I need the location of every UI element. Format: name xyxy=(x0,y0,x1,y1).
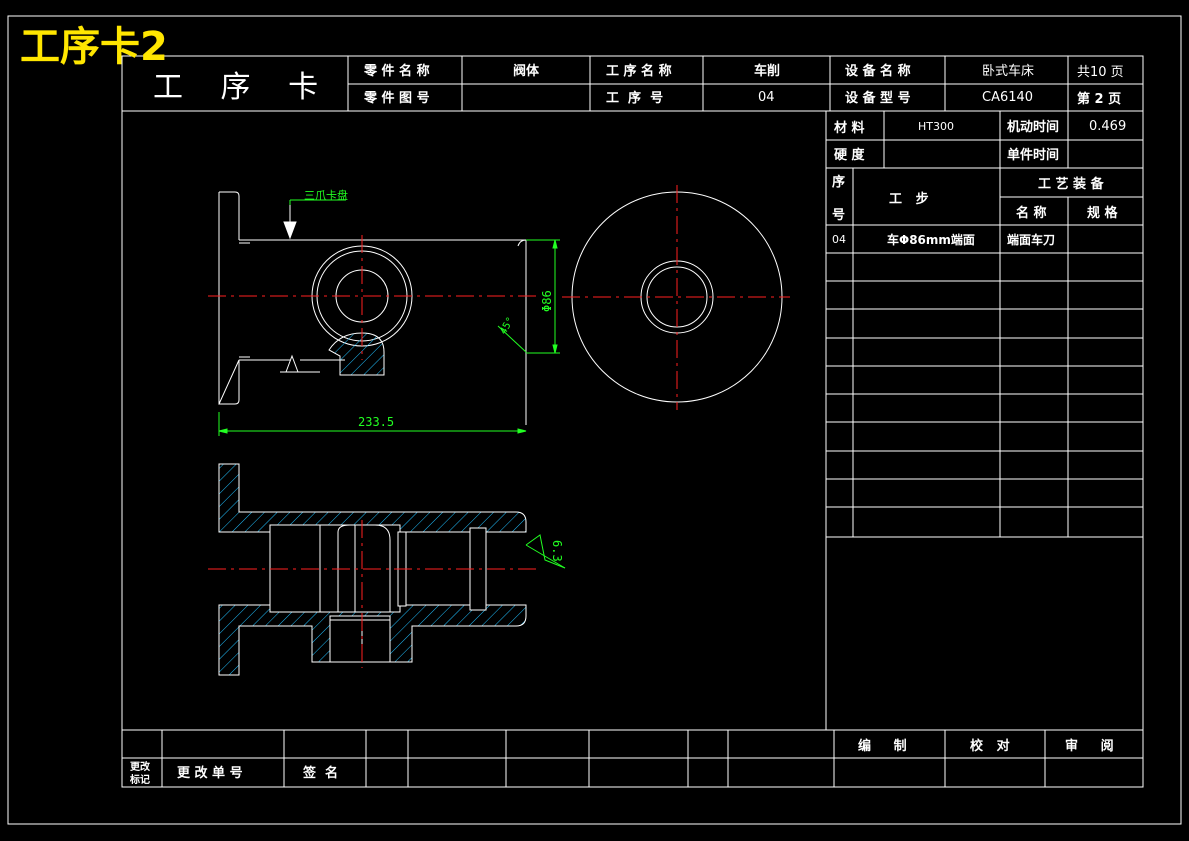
machine-time-label: 机动时间 xyxy=(1007,119,1059,135)
total-pages: 共10 页 xyxy=(1077,65,1124,80)
process-no-label: 工 序 号 xyxy=(606,90,663,106)
header-table xyxy=(122,56,1143,112)
roughness-value: 6.3 xyxy=(550,540,564,562)
part-name-label: 零 件 名 称 xyxy=(363,63,430,79)
part-name-value: 阀体 xyxy=(513,63,540,79)
process-no-value: 04 xyxy=(758,90,775,105)
equipment-label: 工 艺 装 备 xyxy=(1038,176,1105,192)
material-value: HT300 xyxy=(918,120,954,133)
tool-spec-label: 规 格 xyxy=(1087,205,1119,221)
drawing-no-label: 零 件 图 号 xyxy=(363,90,430,106)
row-step: 车Φ86mm端面 xyxy=(887,232,975,247)
step-label: 工 步 xyxy=(889,191,929,207)
side-view-centerlines xyxy=(562,185,790,410)
outer-border xyxy=(7,15,1182,825)
clamp-arrow-icon xyxy=(283,205,297,240)
prepared-label: 编 制 xyxy=(858,738,907,754)
overlay-title: 工序卡2 xyxy=(20,24,168,70)
hardness-label: 硬 度 xyxy=(834,147,866,163)
equipment-name-label: 设 备 名 称 xyxy=(845,63,911,79)
seq-label-bottom: 号 xyxy=(832,208,845,223)
card-title: 工 序 卡 xyxy=(153,70,332,105)
process-name-value: 车削 xyxy=(754,63,780,79)
section-view-centerlines xyxy=(208,520,540,668)
checked-label: 校 对 xyxy=(970,738,1010,754)
seq-label-top: 序 xyxy=(832,174,845,190)
front-view xyxy=(218,191,527,425)
machine-time-value: 0.469 xyxy=(1089,119,1126,134)
row-tool: 端面车刀 xyxy=(1007,232,1055,247)
reviewed-label: 审 阅 xyxy=(1065,738,1114,754)
page-number: 第 2 页 xyxy=(1077,91,1121,107)
tool-name-label: 名 称 xyxy=(1016,205,1047,221)
change-mark-label-line1: 更改 xyxy=(130,760,151,773)
equipment-model-label: 设 备 型 号 xyxy=(845,90,911,106)
dim-angle: 45° xyxy=(498,315,517,336)
section-view xyxy=(218,463,527,676)
dim-diameter: Φ86 xyxy=(540,290,554,312)
material-label: 材 料 xyxy=(834,120,865,136)
front-view-dimensions xyxy=(218,199,560,436)
front-view-centerlines xyxy=(208,235,540,360)
chuck-label: 三爪卡盘 xyxy=(304,188,348,202)
row-seq: 04 xyxy=(832,233,846,246)
process-name-label: 工 序 名 称 xyxy=(606,63,672,79)
change-mark-label-line2: 标记 xyxy=(129,773,150,786)
footer-grid xyxy=(122,729,1143,787)
equipment-name-value: 卧式车床 xyxy=(982,63,1034,79)
table-row: 04 车Φ86mm端面 端面车刀 xyxy=(832,232,1055,247)
equipment-model-value: CA6140 xyxy=(982,90,1033,105)
sign-label: 签 名 xyxy=(302,765,338,781)
steps-table-grid xyxy=(825,111,1143,730)
change-no-label: 更 改 单 号 xyxy=(177,765,243,781)
unit-time-label: 单件时间 xyxy=(1007,147,1059,163)
dim-length: 233.5 xyxy=(358,415,394,429)
roughness-symbol-icon xyxy=(525,534,566,569)
